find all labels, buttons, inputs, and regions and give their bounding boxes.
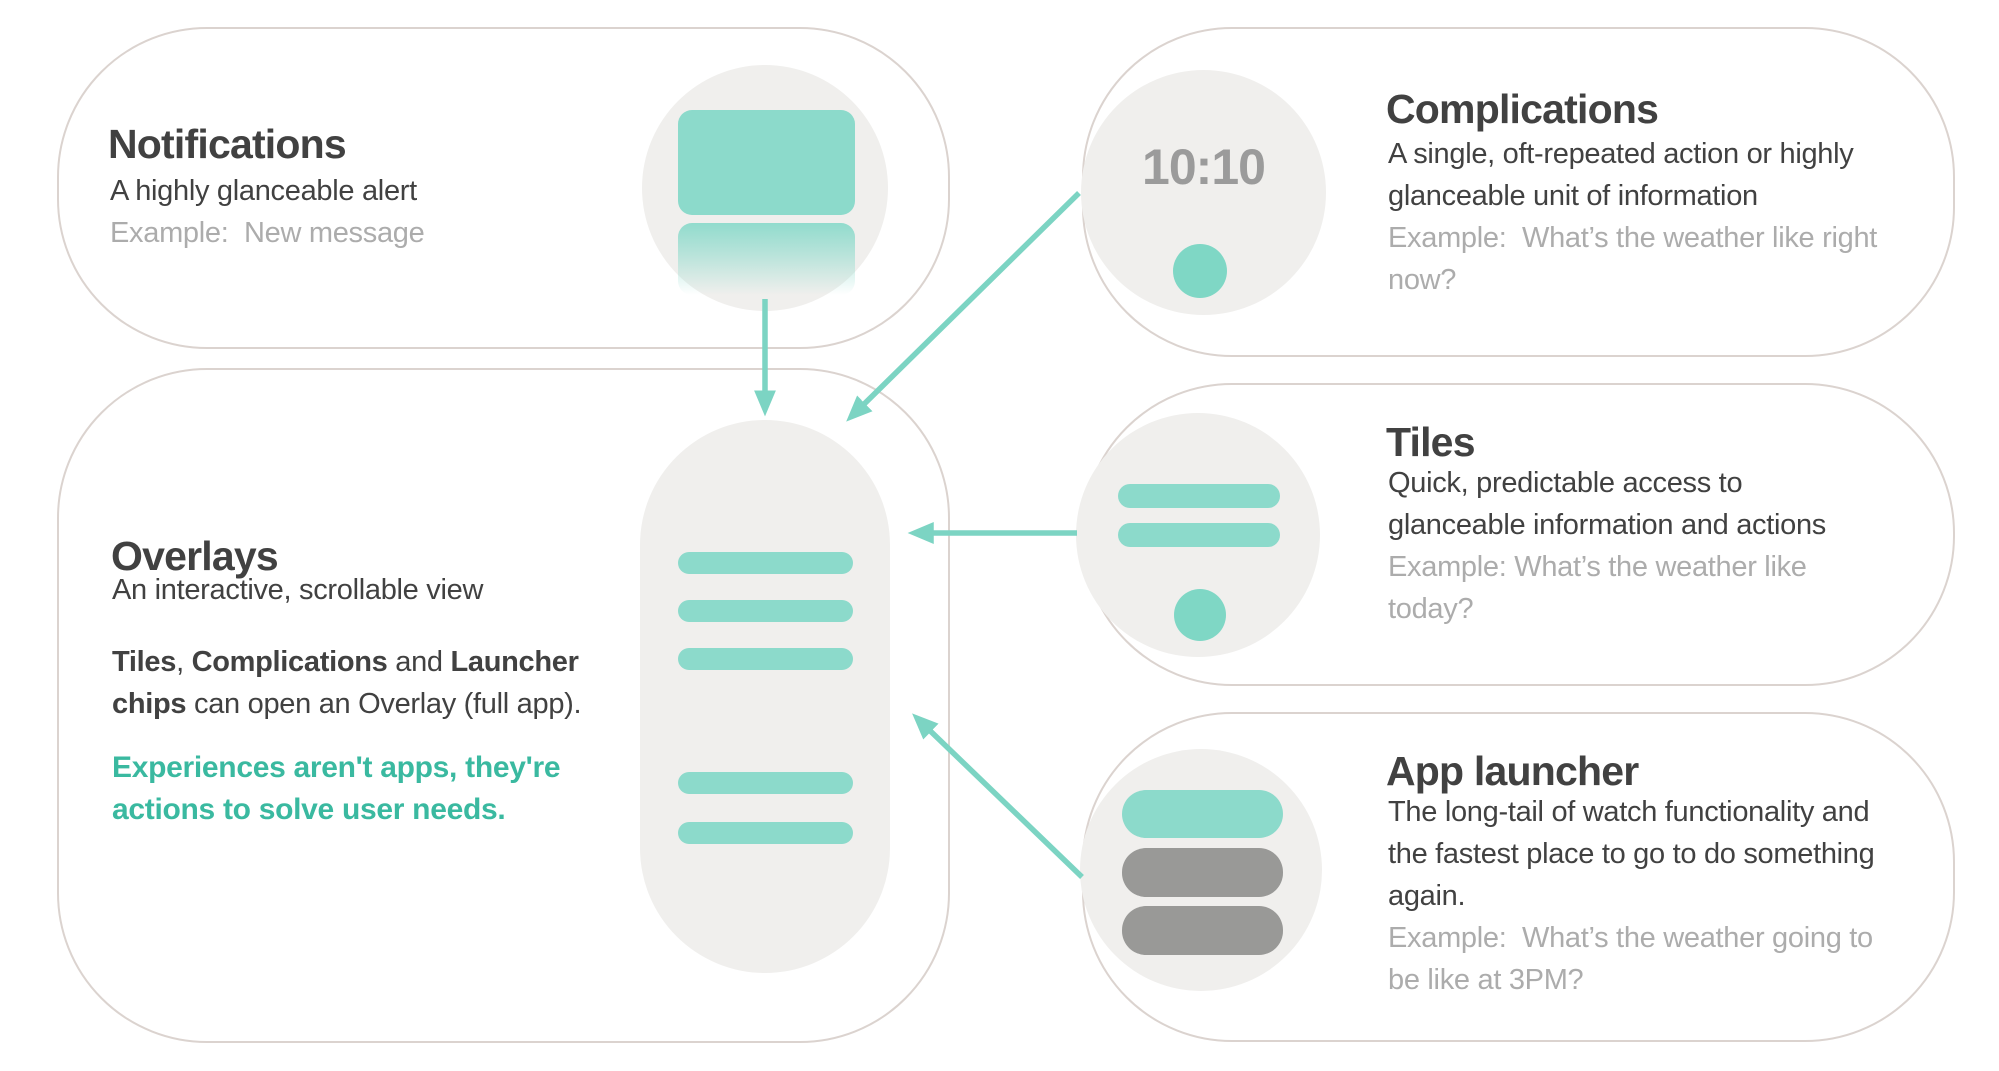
launcher-chip-gray-icon: [1122, 848, 1283, 897]
overlays-callout: Experiences aren't apps, they're actions…: [112, 751, 561, 826]
overlay-list-bar-icon: [678, 600, 853, 622]
tiles-example: Example: What’s the weather like today?: [1388, 551, 1807, 625]
launcher-chip-teal-icon: [1122, 790, 1283, 838]
tile-bar-icon: [1118, 523, 1280, 547]
complication-dot-icon: [1173, 244, 1227, 298]
overlays-description: An interactive, scrollable view: [112, 574, 484, 606]
overlay-list-bar-icon: [678, 552, 853, 574]
tiles-description: Quick, predictable access to glanceable …: [1388, 467, 1826, 541]
overlays-title: Overlays: [111, 533, 279, 579]
launcher-chip-gray-icon: [1122, 906, 1283, 955]
app-launcher-example: Example: What’s the weather going to be …: [1388, 922, 1873, 996]
notification-banner-fade-icon: [678, 223, 855, 295]
tiles-title: Tiles: [1386, 419, 1476, 465]
app-launcher-title: App launcher: [1386, 748, 1639, 794]
tile-bar-icon: [1118, 484, 1280, 508]
app-launcher-description: The long-tail of watch functionality and…: [1388, 796, 1875, 912]
overlays-note: Tiles, Complications and Launcher chips …: [112, 646, 582, 720]
complications-title: Complications: [1386, 86, 1659, 132]
watch-time-label: 10:10: [1142, 139, 1266, 195]
notifications-description: A highly glanceable alert: [110, 175, 417, 207]
complications-example: Example: What’s the weather like right n…: [1388, 222, 1878, 296]
complications-description: A single, oft-repeated action or highly …: [1388, 138, 1854, 212]
tile-dot-icon: [1174, 589, 1226, 641]
overlay-pill: [640, 420, 890, 973]
overlay-list-bar-icon: [678, 648, 853, 670]
overlay-list-bar-icon: [678, 822, 853, 844]
notification-banner-icon: [678, 110, 855, 215]
overlay-list-bar-icon: [678, 772, 853, 794]
notifications-title: Notifications: [108, 121, 347, 167]
notifications-example: Example: New message: [110, 217, 425, 249]
